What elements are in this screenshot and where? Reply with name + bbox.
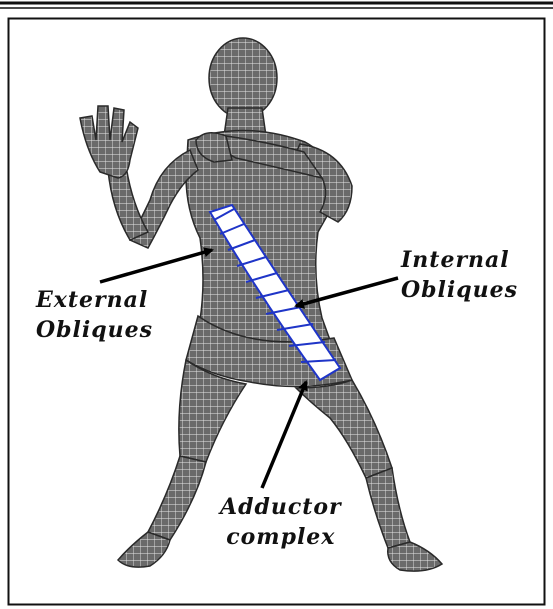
figure-left-shin	[148, 456, 206, 540]
figure-head	[209, 38, 277, 118]
label-external-line2: Obliques	[36, 315, 153, 345]
label-adductor-complex: Adductor complex	[220, 492, 342, 552]
label-external-obliques: External Obliques	[36, 285, 153, 345]
label-internal-obliques: Internal Obliques	[401, 245, 518, 305]
figure-right-thigh	[296, 380, 392, 478]
figure-left-hand	[80, 106, 138, 178]
figure-right-shin	[366, 468, 410, 548]
figure-left-foot	[118, 532, 170, 567]
label-external-line1: External	[36, 285, 153, 315]
arrow-external-obliques	[100, 250, 212, 282]
label-adductor-line2: complex	[220, 522, 342, 552]
figure-right-foot	[388, 542, 442, 571]
label-internal-line2: Obliques	[401, 275, 518, 305]
arrow-adductor-complex	[262, 382, 306, 488]
label-internal-line1: Internal	[401, 245, 518, 275]
label-adductor-line1: Adductor	[220, 492, 342, 522]
